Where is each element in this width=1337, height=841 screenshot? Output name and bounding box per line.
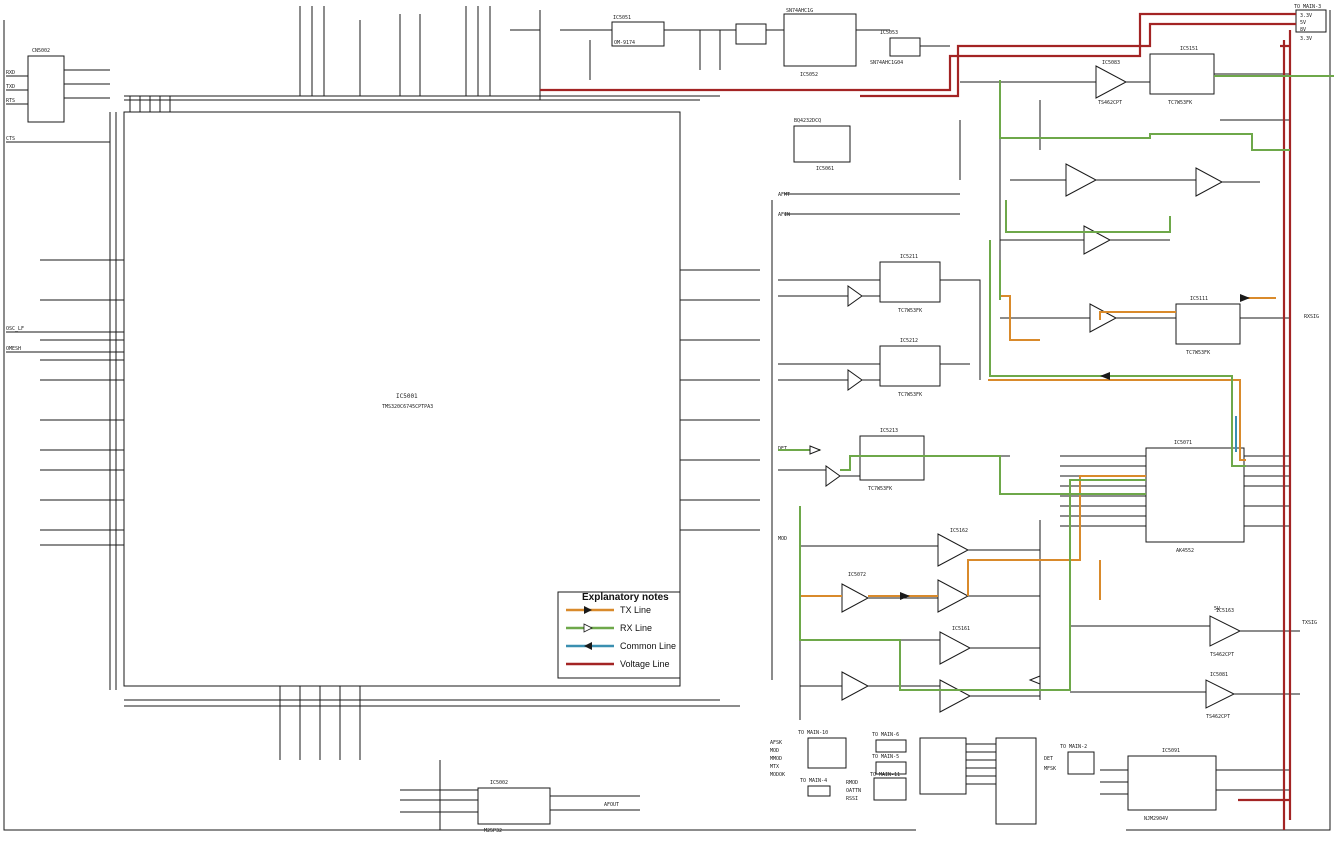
svg-text:RXSIG: RXSIG <box>1304 314 1319 320</box>
svg-text:8V: 8V <box>1300 27 1306 33</box>
lower-right-ics: IC5163 TS462CPT IC5081 TS462CPT IC5091 N… <box>1070 10 1331 831</box>
svg-text:TO MAIN-3: TO MAIN-3 <box>1294 4 1321 10</box>
svg-text:TO MAIN-5: TO MAIN-5 <box>872 754 899 760</box>
svg-text:3.3V: 3.3V <box>1300 13 1312 19</box>
svg-text:IC5161: IC5161 <box>952 626 970 632</box>
svg-text:SN74AHC1G: SN74AHC1G <box>786 8 813 14</box>
svg-text:IC5213: IC5213 <box>880 428 898 434</box>
svg-text:IC5091: IC5091 <box>1162 748 1180 754</box>
svg-text:IC5071: IC5071 <box>1174 440 1192 446</box>
legend-arrow-common <box>584 642 592 650</box>
left-signal-label: RXD <box>6 70 15 76</box>
left-connector-body <box>27 55 65 123</box>
svg-text:MODOK: MODOK <box>770 772 785 778</box>
svg-text:TC7W53FK: TC7W53FK <box>1168 100 1192 106</box>
top-right-cluster: IC5151 TC7W53FK IC5083 TS462CPT IC5111 T… <box>959 46 1290 356</box>
svg-text:IC5051: IC5051 <box>613 15 631 21</box>
top-components: IC5051 OM-9174 SN74AHC1G IC5052 IC5053 S… <box>299 6 950 172</box>
svg-text:DET: DET <box>1044 756 1053 762</box>
voltage-line <box>540 12 1296 830</box>
svg-text:NJM2904V: NJM2904V <box>1144 816 1168 822</box>
svg-text:TO MAIN-4: TO MAIN-4 <box>800 778 827 784</box>
svg-text:MOD: MOD <box>770 748 779 754</box>
svg-text:BQ4232DCQ: BQ4232DCQ <box>794 118 821 124</box>
legend: Explanatory notes TX Line RX Line Common… <box>557 591 681 679</box>
main-ic-pin-stubs <box>40 95 760 760</box>
svg-text:TS462CPT: TS462CPT <box>1210 652 1234 658</box>
legend-arrow-rx <box>583 623 593 633</box>
svg-text:5V: 5V <box>1214 606 1220 612</box>
svg-text:IC5162: IC5162 <box>950 528 968 534</box>
svg-text:TO MAIN-6: TO MAIN-6 <box>872 732 899 738</box>
svg-text:TC7W53FK: TC7W53FK <box>868 486 892 492</box>
svg-text:RSSI: RSSI <box>846 796 858 802</box>
svg-text:MFSK: MFSK <box>1044 766 1056 772</box>
svg-text:IC5072: IC5072 <box>848 572 866 578</box>
legend-label-tx: TX Line <box>620 605 651 615</box>
svg-text:TO MAIN-11: TO MAIN-11 <box>870 772 900 778</box>
left-signal-label: RTS <box>6 98 15 104</box>
svg-text:IC5052: IC5052 <box>800 72 818 78</box>
legend-arrow-tx <box>584 606 592 614</box>
svg-text:TO MAIN-2: TO MAIN-2 <box>1060 744 1087 750</box>
left-signal-label: TXD <box>6 84 15 90</box>
svg-text:IC5083: IC5083 <box>1102 60 1120 66</box>
svg-text:TC7W53FK: TC7W53FK <box>898 392 922 398</box>
svg-text:IC5212: IC5212 <box>900 338 918 344</box>
svg-text:TO MAIN-10: TO MAIN-10 <box>798 730 828 736</box>
flow-arrows <box>809 294 1250 685</box>
svg-text:IC5081: IC5081 <box>1210 672 1228 678</box>
svg-text:IC5151: IC5151 <box>1180 46 1198 52</box>
svg-text:OM-9174: OM-9174 <box>614 40 635 46</box>
left-signal-label: CTS <box>6 136 15 142</box>
main-ic-ref: IC5001 <box>396 393 418 400</box>
main-ic-part: TMS320C6745CPTPA3 <box>382 404 433 410</box>
svg-text:TS462CPT: TS462CPT <box>1098 100 1122 106</box>
left-signal-label: OSC_LF <box>6 326 24 332</box>
svg-text:AFMT: AFMT <box>778 192 790 198</box>
left-connector-wires <box>3 20 916 831</box>
svg-text:RMOD: RMOD <box>846 780 858 786</box>
svg-text:TS462CPT: TS462CPT <box>1206 714 1230 720</box>
filter-opamps: IC5162 IC5161 IC5072 <box>799 520 1041 720</box>
svg-text:MTX: MTX <box>770 764 779 770</box>
svg-text:AFOUT: AFOUT <box>604 802 619 808</box>
svg-text:IC5111: IC5111 <box>1190 296 1208 302</box>
svg-text:MOD: MOD <box>778 536 787 542</box>
svg-text:OATTN: OATTN <box>846 788 861 794</box>
svg-text:TXSIG: TXSIG <box>1302 620 1317 626</box>
svg-text:SN74AHC1G04: SN74AHC1G04 <box>870 60 903 66</box>
svg-text:AK4552: AK4552 <box>1176 548 1194 554</box>
main-ic-body <box>123 111 681 687</box>
svg-text:3.3V: 3.3V <box>1300 36 1312 42</box>
left-connector-signals: RXD TXD RTS CTS OSC_LF OMESH <box>6 70 24 352</box>
svg-text:IC5211: IC5211 <box>900 254 918 260</box>
legend-label-voltage: Voltage Line <box>620 659 670 669</box>
svg-text:AFSK: AFSK <box>770 740 782 746</box>
svg-text:IC5061: IC5061 <box>816 166 834 172</box>
legend-title: Explanatory notes <box>582 592 669 603</box>
svg-text:IC5163: IC5163 <box>1216 608 1234 614</box>
left-signal-label: OMESH <box>6 346 21 352</box>
left-connector-ref: CN5002 <box>32 48 50 54</box>
svg-text:MMOD: MMOD <box>770 756 782 762</box>
rx-line <box>778 75 1334 691</box>
legend-label-common: Common Line <box>620 641 676 651</box>
svg-text:IC5053: IC5053 <box>880 30 898 36</box>
svg-text:TC7W53FK: TC7W53FK <box>1186 350 1210 356</box>
svg-text:IC5002: IC5002 <box>490 780 508 786</box>
codec-ic: IC5071 AK4552 <box>1060 440 1290 554</box>
svg-text:AFIN: AFIN <box>778 212 790 218</box>
svg-text:5V: 5V <box>1300 20 1306 26</box>
svg-text:M25P32: M25P32 <box>484 828 502 834</box>
svg-text:TC7W53FK: TC7W53FK <box>898 308 922 314</box>
bottom-connectors: TO MAIN-10 AFSK MOD MMOD MTX MODOK TO MA… <box>770 4 1327 825</box>
middle-switch-ics: IC5211 TC7W53FK IC5212 TC7W53FK IC5213 T… <box>771 193 1010 680</box>
legend-label-rx: RX Line <box>620 623 652 633</box>
flash-memory: IC5002 M25P32 <box>400 760 640 834</box>
